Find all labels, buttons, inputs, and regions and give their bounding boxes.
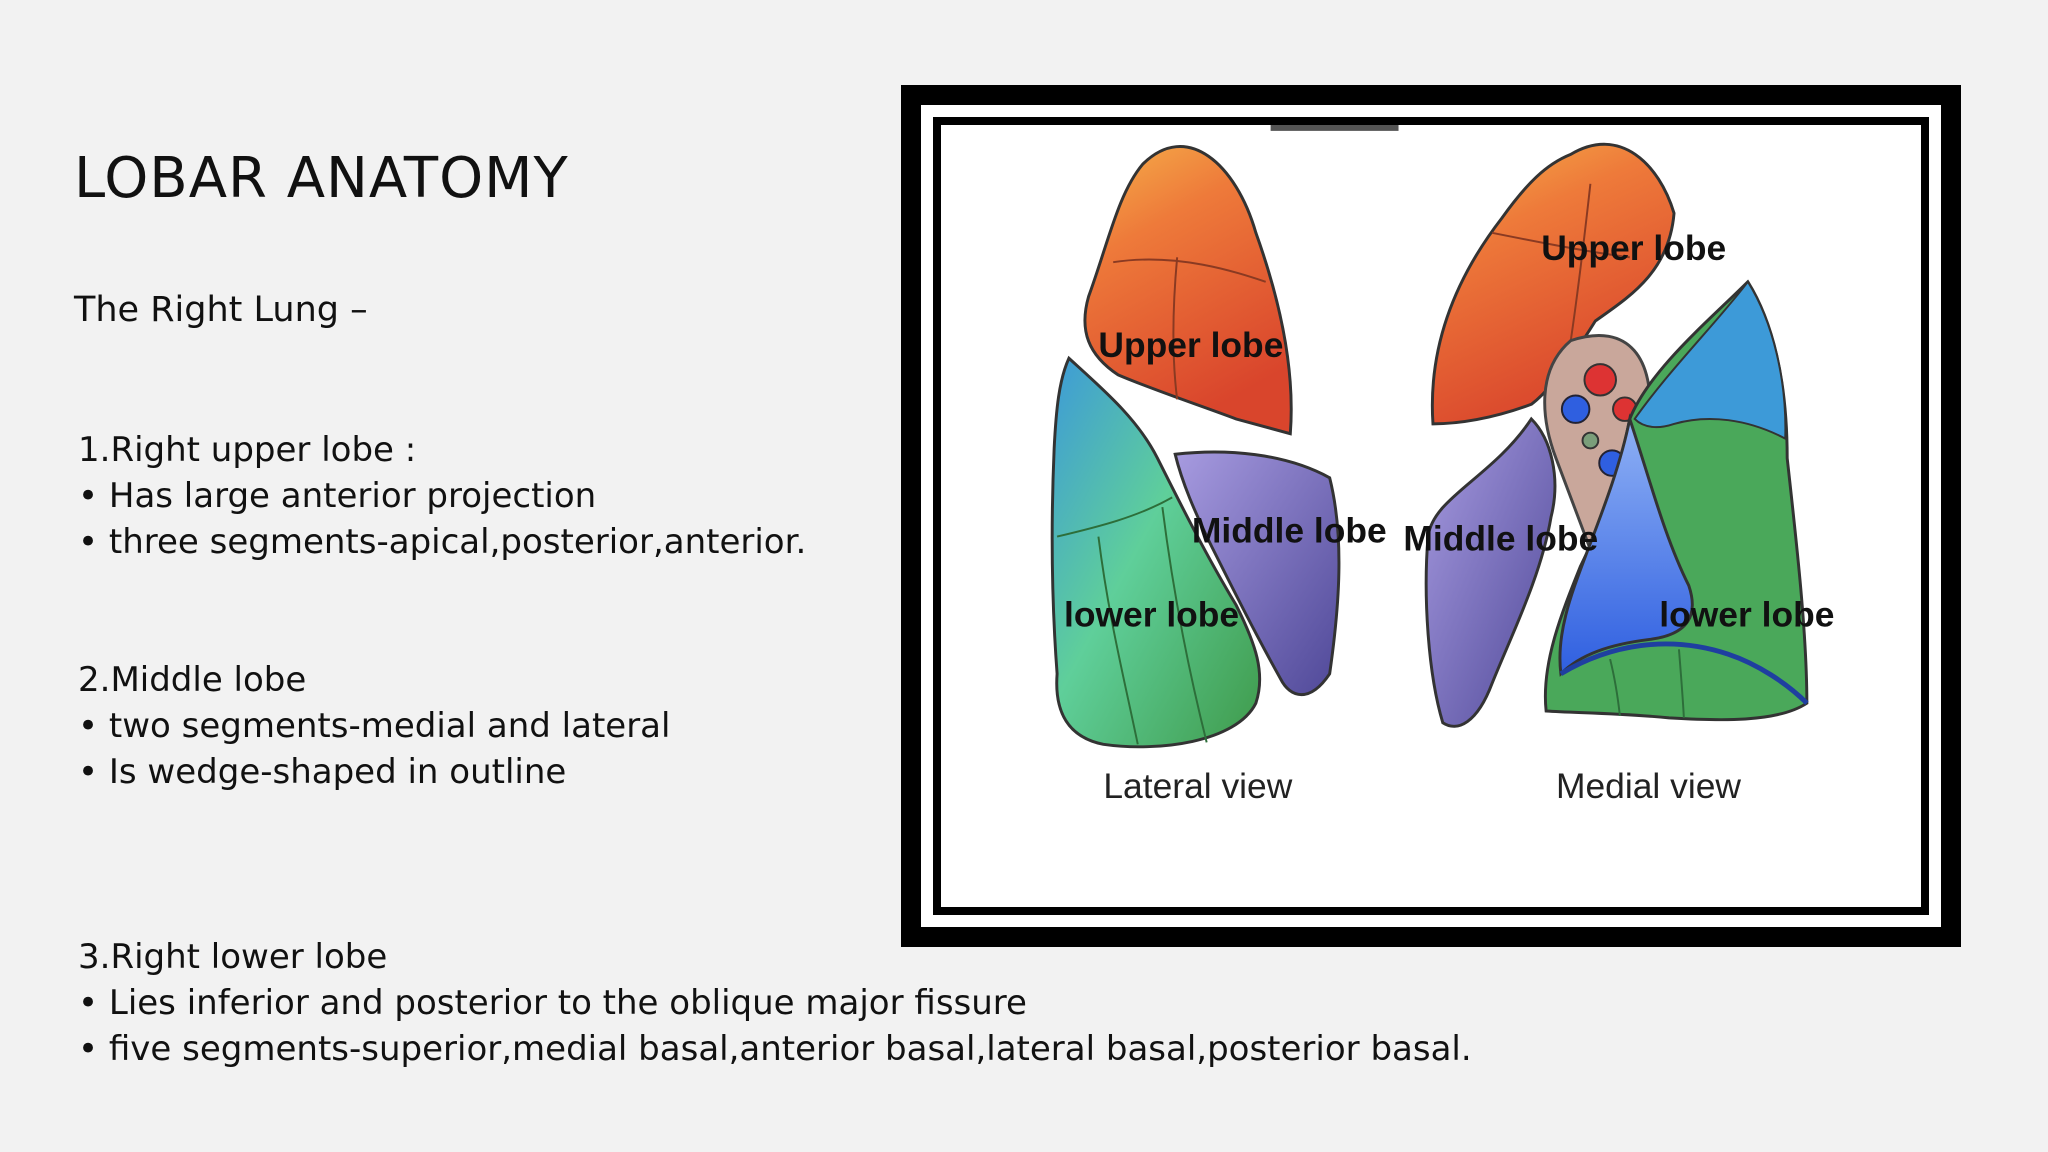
- lateral-view-diagram: Upper lobe Middle lobe lower lobe Latera…: [1050, 145, 1387, 806]
- bullet-item: Is wedge-shaped in outline: [78, 749, 670, 795]
- section-right-upper-lobe: 1.Right upper lobe : Has large anterior …: [78, 427, 806, 565]
- medial-upper-label: Upper lobe: [1541, 229, 1726, 268]
- lung-lobes-illustration: Upper lobe Middle lobe lower lobe Latera…: [1050, 125, 1834, 806]
- lateral-lower-lobe: [1050, 355, 1262, 749]
- lateral-upper-label: Upper lobe: [1098, 326, 1283, 365]
- lung-figure-frame: Upper lobe Middle lobe lower lobe Latera…: [901, 85, 1961, 947]
- section-right-lower-lobe: 3.Right lower lobe Lies inferior and pos…: [78, 934, 1472, 1072]
- medial-lower-label: lower lobe: [1659, 596, 1834, 635]
- section-heading: 2.Middle lobe: [78, 660, 307, 700]
- bullet-item: Has large anterior projection: [78, 473, 806, 519]
- section-heading: 1.Right upper lobe :: [78, 430, 417, 470]
- figure-border-black: Upper lobe Middle lobe lower lobe Latera…: [933, 117, 1929, 915]
- lateral-middle-label: Middle lobe: [1192, 512, 1387, 551]
- lateral-upper-lobe: [1083, 145, 1293, 436]
- bullet-item: Lies inferior and posterior to the obliq…: [78, 980, 1472, 1026]
- lateral-middle-lobe: [1173, 450, 1341, 696]
- medial-view-caption: Medial view: [1556, 767, 1741, 806]
- bullet-item: five segments-superior,medial basal,ante…: [78, 1026, 1472, 1072]
- figure-border-white: Upper lobe Middle lobe lower lobe Latera…: [921, 105, 1941, 927]
- medial-middle-label: Middle lobe: [1403, 519, 1598, 558]
- slide-title: LOBAR ANATOMY: [74, 146, 569, 211]
- medial-upper-lobe: [1430, 142, 1676, 426]
- lung-lobes-image: Upper lobe Middle lobe lower lobe Latera…: [941, 125, 1921, 907]
- cropped-heading-remnant: [1270, 125, 1399, 131]
- medial-view-diagram: Upper lobe Middle lobe lower lobe Medial…: [1403, 142, 1834, 806]
- lateral-lower-label: lower lobe: [1064, 596, 1239, 635]
- section-heading: 3.Right lower lobe: [78, 937, 388, 977]
- medial-middle-lobe: [1424, 416, 1557, 728]
- lateral-view-caption: Lateral view: [1103, 767, 1292, 806]
- slide-subtitle: The Right Lung –: [74, 290, 368, 330]
- section-middle-lobe: 2.Middle lobe two segments-medial and la…: [78, 657, 670, 795]
- bullet-item: two segments-medial and lateral: [78, 703, 671, 749]
- bullet-item: three segments-apical,posterior,anterior…: [78, 519, 806, 565]
- medial-blue-segment: [1558, 413, 1694, 677]
